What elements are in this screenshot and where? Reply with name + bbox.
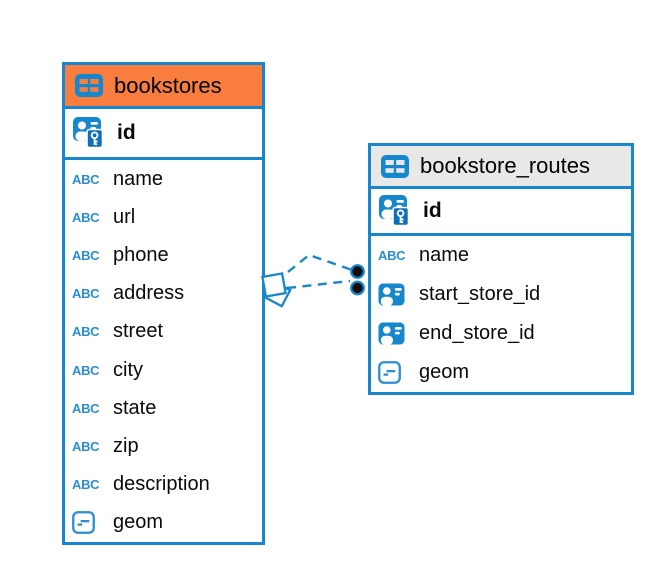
relationship-target-marker-circles: [350, 264, 365, 296]
column-name: city: [113, 358, 143, 381]
column-row[interactable]: ABC street: [65, 312, 262, 351]
column-name: name: [113, 167, 164, 190]
geometry-type-icon: [72, 511, 105, 535]
column-name: name: [419, 244, 470, 266]
column-row[interactable]: geom: [65, 503, 262, 542]
table-bookstores-header[interactable]: bookstores: [65, 65, 262, 109]
text-type-icon: ABC: [72, 400, 100, 416]
relationship-line-lower: [286, 279, 351, 290]
table-bookstore-routes[interactable]: bookstore_routes id ABC: [368, 143, 634, 395]
column-row-pk[interactable]: id: [371, 189, 631, 236]
text-type-icon: ABC: [72, 477, 100, 493]
column-row-pk[interactable]: id: [65, 109, 262, 160]
table-icon: [381, 154, 411, 178]
column-name: zip: [113, 434, 139, 457]
primary-key-icon: [378, 194, 414, 228]
column-row[interactable]: ABC city: [65, 350, 262, 390]
column-name: address: [113, 282, 185, 305]
text-type-icon: ABC: [72, 438, 100, 454]
table-title: bookstores: [114, 72, 222, 98]
column-row[interactable]: ABC phone: [65, 236, 262, 275]
geometry-type-icon: [378, 361, 411, 384]
table-bookstores[interactable]: bookstores id ABC: [62, 62, 265, 545]
text-type-icon: ABC: [72, 209, 100, 225]
column-row[interactable]: ABC description: [65, 465, 262, 504]
column-name: geom: [419, 361, 470, 383]
column-row[interactable]: ABC state: [65, 389, 262, 428]
relationship-line-upper: [287, 253, 353, 273]
column-row[interactable]: ABC address: [65, 274, 262, 313]
column-row[interactable]: end_store_id: [371, 314, 631, 353]
column-name: description: [113, 473, 210, 496]
text-type-icon: ABC: [72, 171, 100, 187]
column-name: state: [113, 396, 157, 419]
text-type-icon: ABC: [72, 362, 100, 378]
relationship-bookstores-bookstore-routes[interactable]: [261, 253, 365, 308]
text-type-icon: ABC: [72, 324, 100, 340]
column-name: start_store_id: [419, 283, 541, 305]
column-name: phone: [113, 243, 169, 266]
column-row[interactable]: start_store_id: [371, 275, 631, 314]
primary-key-icon: [72, 116, 108, 150]
column-name: geom: [113, 511, 164, 534]
column-row[interactable]: ABC zip: [65, 427, 262, 466]
column-name: id: [117, 121, 136, 144]
text-type-icon: ABC: [72, 247, 100, 263]
column-row[interactable]: ABC name: [371, 236, 631, 275]
foreign-key-icon: [378, 283, 411, 306]
table-bookstore-routes-header[interactable]: bookstore_routes: [371, 146, 631, 189]
relationship-source-marker-diamond: [261, 272, 292, 308]
column-name: end_store_id: [419, 322, 535, 344]
text-type-icon: ABC: [72, 286, 100, 302]
column-row[interactable]: ABC name: [65, 160, 262, 199]
column-name: url: [113, 205, 136, 228]
foreign-key-icon: [378, 322, 411, 345]
table-title: bookstore_routes: [420, 153, 590, 178]
text-type-icon: ABC: [378, 248, 406, 263]
table-icon: [75, 74, 105, 97]
column-row[interactable]: ABC url: [65, 198, 262, 237]
column-name: id: [423, 199, 442, 222]
column-row[interactable]: geom: [371, 353, 631, 392]
column-name: street: [113, 320, 164, 343]
